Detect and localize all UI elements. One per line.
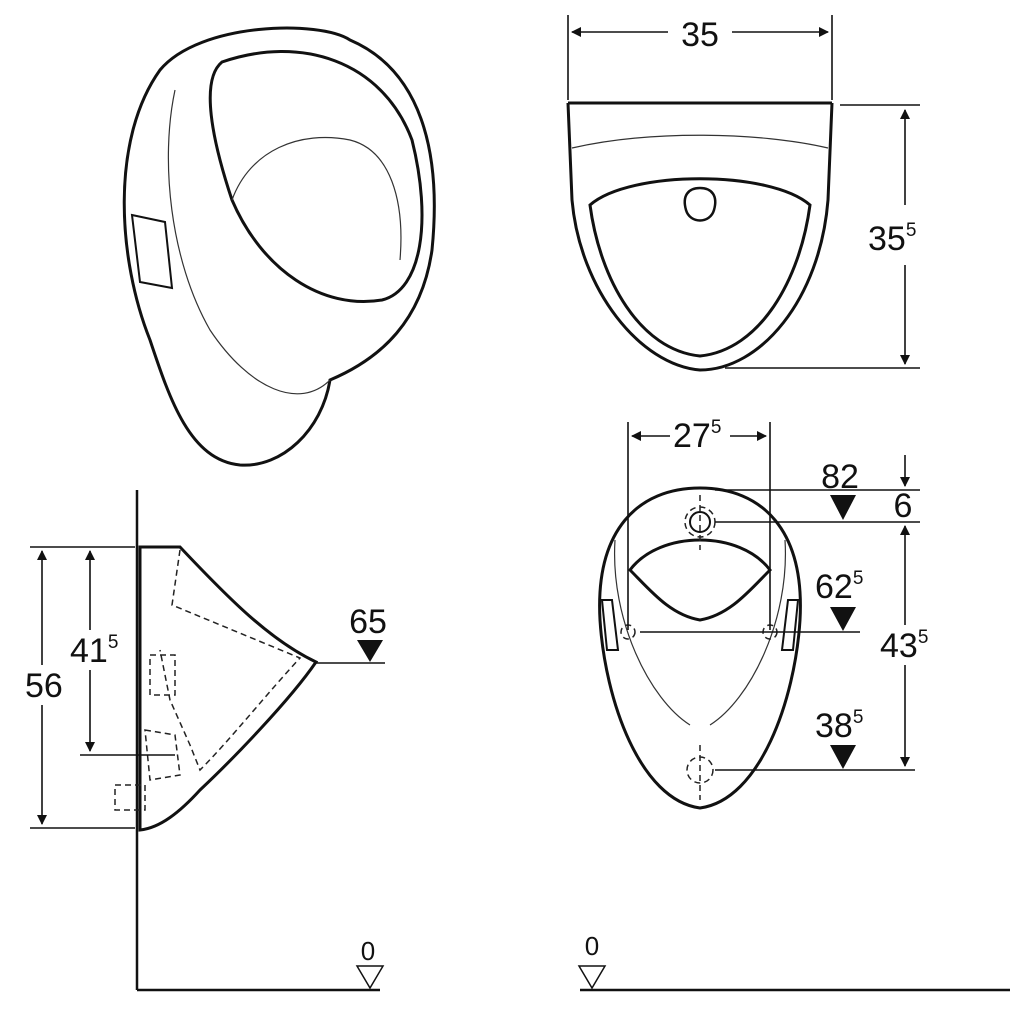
front-view: 275 82 6 435 625 385 0 — [577, 417, 1010, 992]
perspective-view — [122, 26, 436, 467]
dim-vertical-span: 435 — [880, 627, 928, 665]
side-view: 56 415 65 0 — [25, 490, 387, 992]
dim-side-total-height: 56 — [25, 667, 63, 705]
dim-top-height: 355 — [868, 220, 916, 258]
dim-outlet-height: 385 — [815, 707, 863, 745]
dim-floor-right: 0 — [585, 931, 599, 961]
dim-inlet-height: 82 — [821, 458, 859, 496]
dim-inlet-offset: 6 — [894, 487, 913, 525]
dim-mount-height: 625 — [815, 568, 863, 606]
dim-side-inner-height: 415 — [70, 632, 118, 670]
top-view: 35 355 — [566, 15, 920, 372]
dim-top-width: 35 — [681, 16, 719, 54]
dim-rim-height: 65 — [349, 603, 387, 641]
dim-front-width: 275 — [673, 417, 721, 455]
dim-floor-left: 0 — [361, 936, 375, 966]
